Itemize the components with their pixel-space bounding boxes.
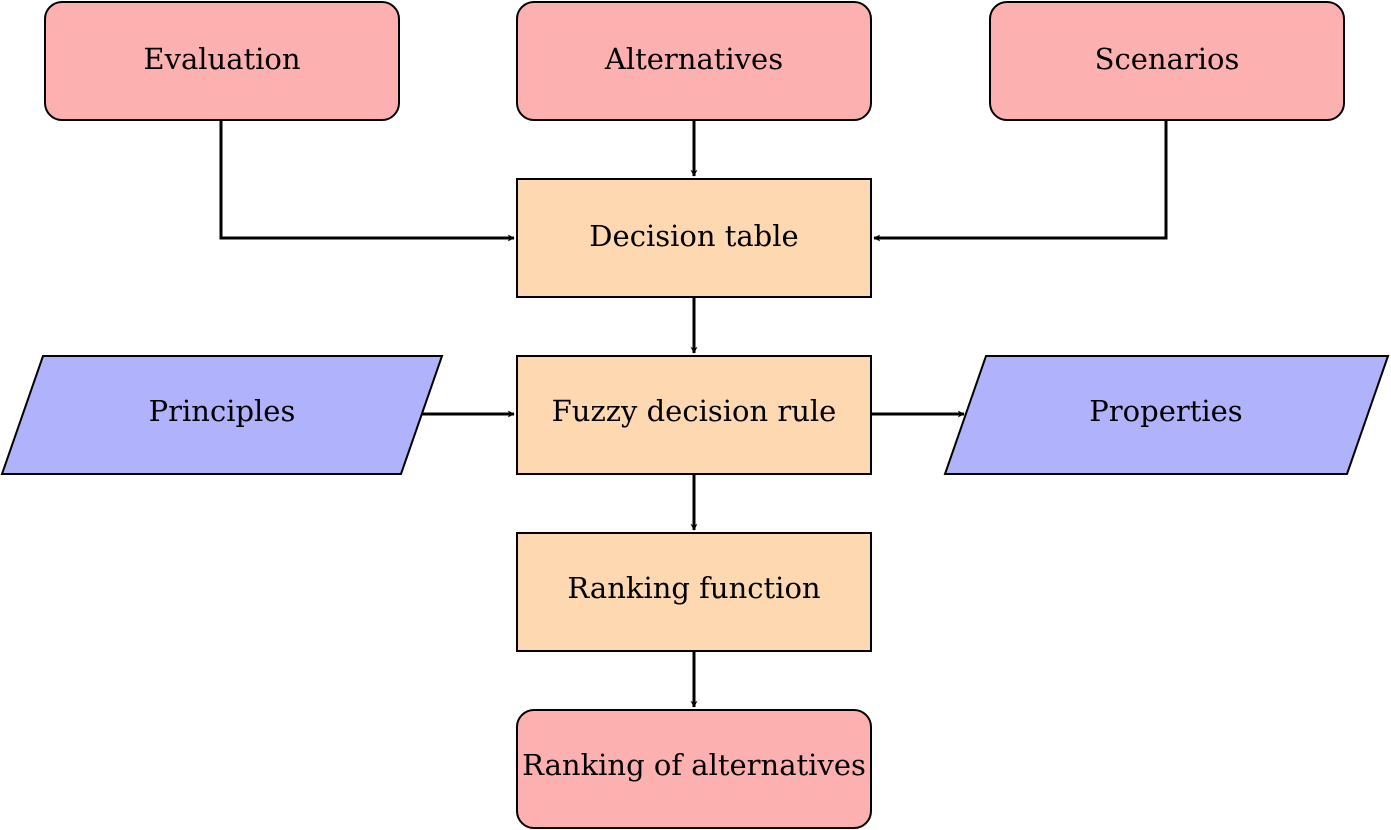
node-evaluation-shape: [44, 1, 400, 121]
node-evaluation-label: Evaluation: [143, 42, 300, 76]
node-ranking-of-alternatives-shape: [516, 709, 872, 829]
node-properties-label: Properties: [1089, 394, 1242, 428]
node-principles-shape: [0, 355, 444, 475]
node-scenarios-label: Scenarios: [1095, 42, 1240, 76]
node-alternatives: Alternatives: [516, 1, 872, 121]
node-scenarios-shape: [989, 1, 1345, 121]
edge-scenarios-to-decision-table: [873, 120, 1168, 242]
edge-evaluation-to-decision-table: [219, 120, 515, 242]
node-evaluation: Evaluation: [44, 1, 400, 121]
node-ranking-function: Ranking function: [516, 532, 872, 652]
node-decision-table-label: Decision table: [589, 219, 798, 253]
node-principles: Principles: [0, 355, 444, 475]
node-properties-shape: [943, 355, 1390, 475]
node-alternatives-shape: [516, 1, 872, 121]
node-fuzzy-decision-rule: Fuzzy decision rule: [516, 355, 872, 475]
node-decision-table: Decision table: [516, 178, 872, 298]
node-alternatives-label: Alternatives: [604, 42, 783, 76]
node-fuzzy-decision-rule-shape: [516, 355, 872, 475]
node-ranking-function-label: Ranking function: [567, 571, 820, 605]
node-properties: Properties: [943, 355, 1390, 475]
node-fuzzy-decision-rule-label: Fuzzy decision rule: [552, 394, 837, 428]
node-decision-table-shape: [516, 178, 872, 298]
node-ranking-of-alternatives: Ranking of alternatives: [516, 709, 872, 829]
edges: [219, 120, 1168, 708]
node-ranking-function-shape: [516, 532, 872, 652]
node-ranking-of-alternatives-label: Ranking of alternatives: [522, 748, 866, 782]
node-scenarios: Scenarios: [989, 1, 1345, 121]
node-principles-label: Principles: [149, 394, 296, 428]
